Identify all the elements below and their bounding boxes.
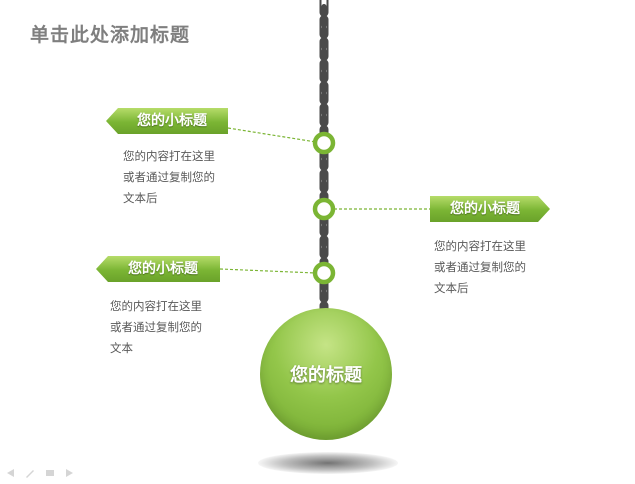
body-line: 文本后 — [123, 191, 158, 205]
pen-icon[interactable] — [24, 464, 36, 478]
arrow-left-icon[interactable] — [4, 464, 16, 477]
body-line: 文本 — [110, 341, 133, 355]
body-line: 或者通过复制您的 — [123, 170, 215, 184]
arrow-right-icon[interactable] — [64, 464, 76, 477]
slide-nav — [4, 464, 76, 478]
slide-title: 单击此处添加标题 — [30, 24, 191, 46]
connector-1 — [227, 127, 317, 143]
subtitle-tag-2: 您的小标题 — [430, 196, 550, 222]
connector-3 — [219, 268, 317, 274]
body-line: 文本后 — [434, 281, 469, 295]
subtitle-label-1: 您的小标题 — [137, 113, 207, 129]
subtitle-label-2: 您的小标题 — [450, 201, 520, 217]
ring-3 — [312, 261, 336, 285]
body-line: 或者通过复制您的 — [434, 260, 526, 274]
menu-icon[interactable] — [44, 464, 56, 476]
body-text-2: 您的内容打在这里 或者通过复制您的 文本后 — [434, 236, 526, 299]
body-text-1: 您的内容打在这里 或者通过复制您的 文本后 — [123, 146, 215, 209]
body-line: 您的内容打在这里 — [123, 149, 215, 163]
title-ball: 您的标题 — [260, 308, 392, 440]
body-text-3: 您的内容打在这里 或者通过复制您的 文本 — [110, 296, 202, 359]
body-line: 您的内容打在这里 — [434, 239, 526, 253]
subtitle-tag-3: 您的小标题 — [96, 256, 220, 282]
chain-links — [319, 0, 329, 336]
ball-shadow — [258, 452, 398, 474]
subtitle-tag-1: 您的小标题 — [106, 108, 228, 134]
subtitle-label-3: 您的小标题 — [128, 261, 198, 277]
ring-1 — [312, 131, 336, 155]
body-line: 您的内容打在这里 — [110, 299, 202, 313]
ball-label: 您的标题 — [290, 365, 362, 386]
body-line: 或者通过复制您的 — [110, 320, 202, 334]
ring-2 — [312, 197, 336, 221]
